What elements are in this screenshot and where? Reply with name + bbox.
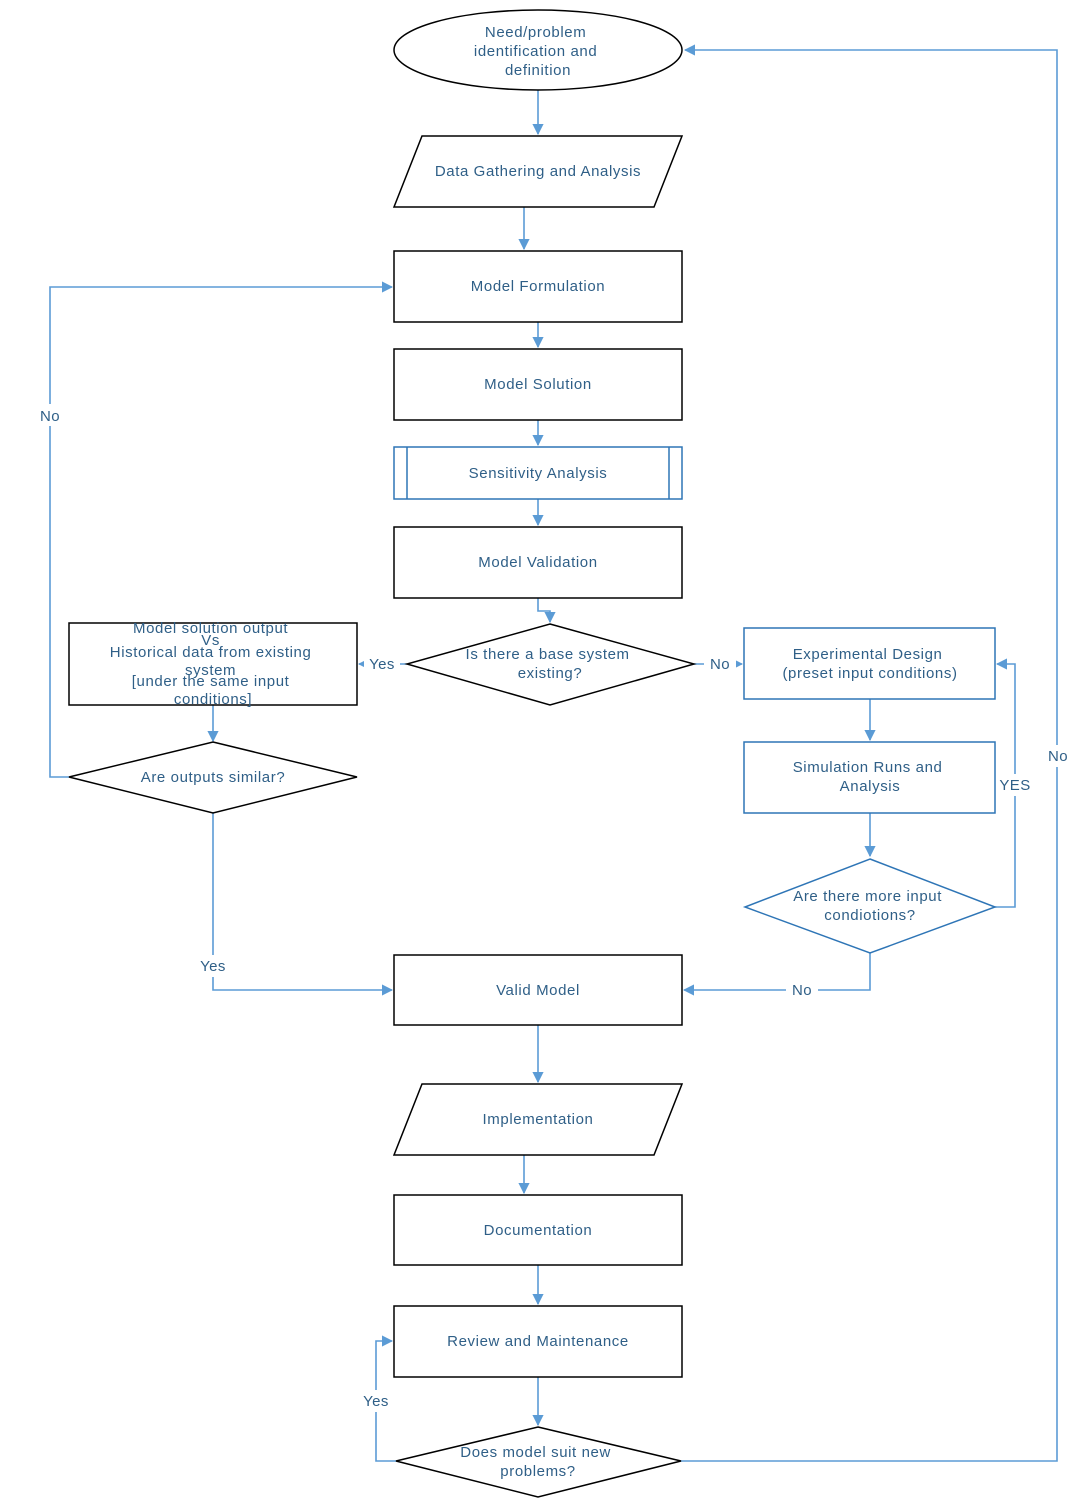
label-base-yes: Yes (369, 656, 395, 673)
edge-outputs-yes (212, 813, 394, 996)
edge-outputs-no (49, 281, 394, 778)
more-conditions-diamond (742, 858, 998, 954)
comparison-box (68, 622, 358, 706)
node-suit-new-decision: Does model suit new problems? (395, 1426, 682, 1498)
node-need: Need/problem identification and definiti… (393, 9, 683, 91)
implementation-parallelogram (392, 1083, 684, 1156)
node-model-formulation: Model Formulation (393, 250, 683, 323)
node-review-maintenance: Review and Maintenance (393, 1305, 683, 1378)
label-more-no: No (792, 982, 812, 999)
label-suit-no: No (1048, 748, 1068, 765)
label-outputs-no: No (40, 408, 60, 425)
experimental-design-box (743, 627, 996, 700)
experimental-design-text: Experimental Design (preset input condit… (782, 646, 957, 682)
model-validation-box (393, 526, 683, 599)
node-data-gathering: Data Gathering and Analysis (392, 135, 684, 208)
node-model-solution: Model Solution (393, 348, 683, 421)
implementation-text: Implementation (483, 1111, 594, 1128)
simulation-runs-text: Simulation Runs and Analysis (793, 759, 948, 795)
node-experimental-design: Experimental Design (preset input condit… (743, 627, 996, 700)
node-outputs-similar-decision: Are outputs similar? (68, 741, 358, 814)
data-gathering-text: Data Gathering and Analysis (435, 163, 641, 180)
edge-validation-to-base (537, 598, 556, 624)
node-comparison: Model solution output Vs Historical data… (68, 620, 358, 708)
valid-model-box (393, 954, 683, 1026)
node-model-validation: Model Validation (393, 526, 683, 599)
label-outputs-yes: Yes (200, 958, 226, 975)
edge-more-no (682, 953, 871, 996)
simulation-runs-box (743, 741, 996, 814)
sensitivity-box (393, 446, 683, 500)
comparison-text: Model solution output Vs Historical data… (110, 620, 316, 708)
node-valid-model: Valid Model (393, 954, 683, 1026)
review-box (393, 1305, 683, 1378)
node-sensitivity-analysis: Sensitivity Analysis (393, 446, 683, 500)
documentation-text: Documentation (484, 1222, 593, 1239)
label-more-yes: YES (999, 777, 1030, 794)
valid-model-text: Valid Model (496, 982, 580, 999)
base-system-text: Is there a base system existing? (466, 646, 635, 682)
node-base-system-decision: Is there a base system existing? (404, 623, 697, 706)
node-simulation-runs: Simulation Runs and Analysis (743, 741, 996, 814)
sensitivity-text: Sensitivity Analysis (469, 465, 608, 482)
model-formulation-box (393, 250, 683, 323)
outputs-similar-diamond (68, 741, 358, 814)
more-conditions-text: Are there more input condiotions? (793, 888, 947, 924)
review-text: Review and Maintenance (447, 1333, 629, 1350)
data-gathering-parallelogram (392, 135, 684, 208)
suit-new-diamond (395, 1426, 682, 1498)
node-implementation: Implementation (392, 1083, 684, 1156)
outputs-similar-text: Are outputs similar? (141, 769, 286, 786)
need-text: Need/problem identification and definiti… (474, 24, 602, 79)
documentation-box (393, 1194, 683, 1266)
model-validation-text: Model Validation (478, 554, 597, 571)
need-ellipse (393, 9, 683, 91)
label-suit-yes: Yes (363, 1393, 389, 1410)
edge-labels: No Yes No YES No Yes No Yes (36, 404, 1073, 1412)
model-solution-text: Model Solution (484, 376, 592, 393)
node-documentation: Documentation (393, 1194, 683, 1266)
base-system-diamond (404, 623, 697, 706)
model-formulation-text: Model Formulation (471, 278, 605, 295)
node-more-conditions-decision: Are there more input condiotions? (742, 858, 998, 954)
suit-new-text: Does model suit new problems? (460, 1444, 615, 1480)
label-base-no: No (710, 656, 730, 673)
model-solution-box (393, 348, 683, 421)
